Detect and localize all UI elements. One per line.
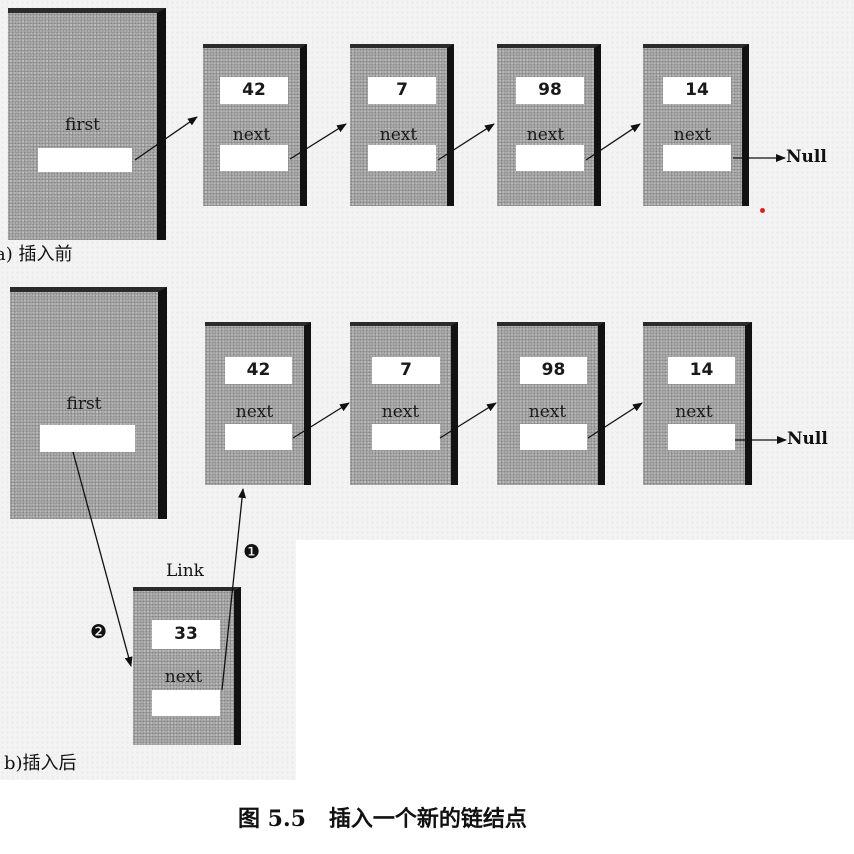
node-value: 98 bbox=[516, 77, 584, 104]
next-label: next bbox=[526, 125, 565, 145]
head-pointer-field bbox=[40, 425, 135, 452]
next-pointer-field bbox=[520, 424, 587, 450]
node-value: 7 bbox=[372, 357, 440, 384]
link-node-before-1: 42 next bbox=[203, 44, 307, 206]
node-value: 98 bbox=[520, 357, 587, 384]
node-value: 14 bbox=[663, 77, 731, 104]
next-label: next bbox=[232, 125, 271, 145]
next-label: next bbox=[381, 402, 420, 422]
next-pointer-field bbox=[663, 145, 731, 171]
link-node-before-4: 14 next bbox=[643, 44, 749, 206]
step-marker-one: ❶ bbox=[243, 541, 261, 563]
next-label: next bbox=[528, 402, 567, 422]
next-pointer-field bbox=[368, 145, 436, 171]
section-label-after: b)插入后 bbox=[4, 753, 77, 774]
null-label-before: Null bbox=[786, 147, 827, 167]
node-value: 42 bbox=[225, 357, 292, 384]
head-label: first bbox=[64, 115, 101, 135]
stray-red-dot bbox=[760, 208, 765, 213]
next-pointer-field bbox=[152, 690, 220, 716]
node-value: 14 bbox=[668, 357, 735, 384]
new-link-title: Link bbox=[166, 561, 204, 581]
head-pointer-field bbox=[38, 148, 132, 172]
node-value: 42 bbox=[220, 77, 288, 104]
next-pointer-field bbox=[372, 424, 440, 450]
head-label: first bbox=[66, 394, 102, 414]
new-link-node: 33 next bbox=[133, 587, 241, 745]
link-node-after-3: 98 next bbox=[497, 322, 605, 485]
next-label: next bbox=[673, 125, 712, 145]
head-node-after: first bbox=[10, 287, 167, 519]
node-value: 33 bbox=[152, 620, 220, 649]
next-label: next bbox=[164, 667, 203, 687]
link-node-before-2: 7 next bbox=[350, 44, 454, 206]
null-label-after: Null bbox=[787, 429, 828, 449]
link-node-after-1: 42 next bbox=[205, 322, 311, 485]
next-pointer-field bbox=[220, 145, 288, 171]
link-node-after-2: 7 next bbox=[350, 322, 458, 485]
next-pointer-field bbox=[516, 145, 584, 171]
next-pointer-field bbox=[668, 424, 735, 450]
next-label: next bbox=[379, 125, 418, 145]
node-value: 7 bbox=[368, 77, 436, 104]
next-label: next bbox=[675, 402, 713, 422]
next-pointer-field bbox=[225, 424, 292, 450]
link-node-after-4: 14 next bbox=[643, 322, 752, 485]
next-label: next bbox=[235, 402, 274, 422]
scan-background-bottom bbox=[0, 540, 296, 780]
head-node-before: first bbox=[8, 8, 166, 240]
figure-caption: 图 5.5 插入一个新的链结点 bbox=[238, 806, 527, 832]
section-label-before: a) 插入前 bbox=[0, 244, 73, 265]
step-marker-two: ❷ bbox=[90, 621, 108, 643]
link-node-before-3: 98 next bbox=[497, 44, 601, 206]
